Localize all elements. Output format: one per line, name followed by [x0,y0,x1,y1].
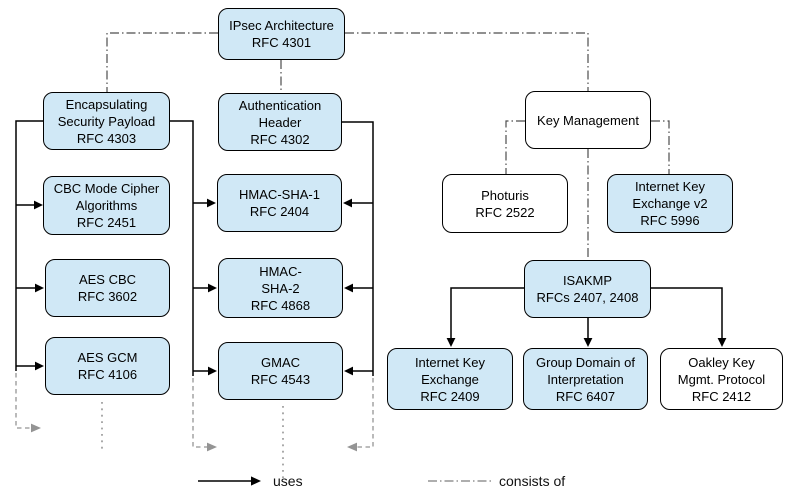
continuation-connector [192,378,207,448]
node-label-line: Mgmt. Protocol [677,371,766,387]
node-label-line: Group Domain of [536,354,635,370]
node-key-management: Key Management [525,91,651,149]
arrowhead [717,338,727,347]
node-label-line: Header [258,114,302,130]
node-label-line: RFC 2412 [691,388,752,404]
node-label-line: RFC 4543 [250,372,311,387]
node-internet-key-exchange-v2: Internet Key Exchange v2 RFC 5996 [607,174,733,233]
legend-graphics [198,476,491,486]
legend-uses-label: uses [273,473,303,489]
uses-connector [170,120,194,376]
uses-connector [342,121,374,376]
node-label-line: Key Management [537,112,639,128]
node-label-line: RFC 4868 [250,297,311,313]
node-label-line: HMAC- [259,263,302,279]
node-label-line: IPsec Architecture [229,18,334,33]
node-label-line: RFC 6407 [555,388,616,404]
node-photuris: Photuris RFC 2522 [442,174,568,233]
node-isakmp: ISAKMP RFCs 2407, 2408 [524,260,651,318]
node-label-line: RFC 3602 [77,289,138,304]
arrowhead [344,283,353,293]
continuation-connector [357,378,374,448]
node-internet-key-exchange: Internet Key Exchange RFC 2409 [387,348,513,410]
node-label-line: ISAKMP [562,273,613,288]
continuation-connector [15,373,31,429]
node-label-line: RFC 4301 [251,35,312,50]
node-aes-cbc: AES CBC RFC 3602 [45,259,170,317]
arrowhead [207,198,216,208]
node-label-line: Internet Key [414,354,486,370]
continuation-indicators [15,373,374,478]
node-label-line: RFC 2404 [249,204,310,219]
consists-of-connector [345,32,589,91]
consists-of-connectors [106,32,670,260]
node-label-line: RFC 4106 [77,367,138,382]
node-label-line: HMAC-SHA-1 [239,187,320,202]
node-label-line: Photuris [481,187,529,203]
node-label-line: Exchange v2 [632,196,708,211]
node-label-line: AES CBC [78,272,137,287]
node-label-line: Algorithms [75,198,138,213]
arrowhead [583,338,593,347]
uses-connector [15,120,43,371]
arrowhead [208,366,217,376]
node-label-line: Internet Key [634,179,706,194]
node-label-line: Security Payload [57,113,156,129]
node-label-line: AES GCM [77,350,138,365]
continuation-arrowhead [207,442,217,452]
legend-uses-arrowhead [251,476,261,486]
arrowhead [34,200,43,210]
node-label-line: RFC 4303 [76,130,137,146]
node-label-line: Exchange [421,371,479,387]
node-encapsulating-security-payload: Encapsulating Security Payload RFC 4303 [43,92,170,150]
consists-of-connector [651,120,670,174]
node-label-line: Encapsulating [65,96,148,112]
node-label-line: CBC Mode Cipher [53,181,160,196]
node-oakley-key-mgmt-protocol: Oakley Key Mgmt. Protocol RFC 2412 [660,348,783,410]
uses-connectors [15,120,727,376]
node-label-line: GMAC [261,355,300,370]
continuation-arrowhead [31,423,41,433]
node-hmac-sha2: HMAC- SHA-2 RFC 4868 [218,258,343,318]
consists-of-connector [505,120,525,174]
node-label-line: RFC 4302 [250,131,310,147]
arrowhead [208,283,217,293]
legend-consists-of-label: consists of [499,473,566,489]
node-authentication-header: Authentication Header RFC 4302 [218,93,342,151]
node-cbc-mode-cipher-algorithms: CBC Mode Cipher Algorithms RFC 2451 [43,176,170,235]
node-ipsec-architecture: IPsec Architecture RFC 4301 [218,8,345,60]
node-gmac: GMAC RFC 4543 [218,342,343,400]
uses-connector [651,287,723,339]
node-label-line: RFCs 2407, 2408 [536,290,639,305]
node-label-line: RFC 5996 [640,213,700,228]
node-label-line: Interpretation [547,371,624,387]
consists-of-connector [106,32,218,92]
continuation-arrowhead [347,442,357,452]
node-hmac-sha1: HMAC-SHA-1 RFC 2404 [217,174,342,232]
node-label-line: RFC 2522 [475,204,535,220]
arrowhead [35,283,44,293]
node-label-line: SHA-2 [261,280,300,296]
node-group-domain-of-interpretation: Group Domain of Interpretation RFC 6407 [523,348,648,410]
node-label-line: Authentication [238,97,322,113]
node-label-line: Oakley Key [688,354,755,370]
uses-connector [450,287,524,339]
arrowhead [35,361,44,371]
node-label-line: RFC 2451 [76,215,137,230]
arrowhead [446,338,456,347]
arrowhead [343,198,352,208]
node-label-line: RFC 2409 [420,388,480,404]
node-aes-gcm: AES GCM RFC 4106 [45,337,170,395]
arrowhead [344,366,353,376]
